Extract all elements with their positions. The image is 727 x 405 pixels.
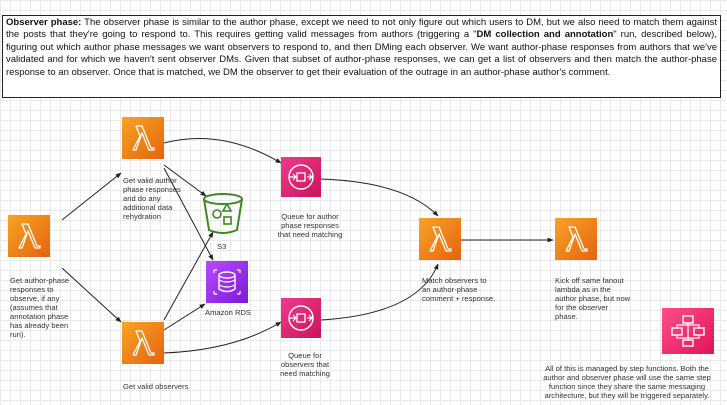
lambda-icon	[132, 125, 155, 151]
kickoff-label: Kick off same fanout lambda as in the au…	[555, 276, 631, 321]
edge-observers-lambda-to-rds	[163, 303, 206, 331]
description-text-2: " run, described below), figuring out wh…	[6, 29, 717, 78]
lambda-icon	[429, 226, 452, 252]
observer-queue-label: Queue for observers that need matching	[280, 351, 330, 378]
get-valid-author-lambda[interactable]	[122, 117, 164, 159]
queue-icon	[288, 305, 314, 331]
s3-label: S3	[217, 242, 227, 251]
edge-author-lambda-to-rds	[163, 167, 214, 261]
edge-author-lambda-to-s3	[163, 164, 207, 197]
description-title: Observer phase:	[6, 17, 82, 28]
edge-start-to-get-valid-author	[61, 172, 122, 221]
lambda-icon	[132, 330, 155, 356]
s3-bucket-icon	[203, 193, 243, 234]
step-functions-note: All of this is managed by step functions…	[543, 364, 711, 400]
get-author-phase-label: Get author-phase responses to observe, i…	[10, 276, 70, 339]
database-icon	[213, 269, 241, 295]
get-valid-observers-label: Get valid observers	[123, 382, 189, 391]
author-queue-node[interactable]	[281, 157, 321, 197]
get-valid-observers-lambda[interactable]	[122, 322, 164, 364]
edge-author-queue-to-match	[320, 178, 439, 217]
edge-author-lambda-to-author-queue	[163, 138, 282, 164]
lambda-icon	[18, 223, 41, 249]
queue-icon	[288, 164, 314, 190]
description-text-1: The observer phase is similar to the aut…	[6, 17, 717, 41]
rds-label: Amazon RDS	[205, 308, 252, 317]
observer-queue-node[interactable]	[281, 298, 321, 338]
match-observers-label: Match observers to an author-phase comme…	[422, 276, 496, 303]
step-functions-icon	[671, 315, 705, 347]
observer-phase-description: Observer phase: The observer phase is si…	[2, 15, 721, 98]
rds-node[interactable]	[206, 261, 248, 303]
edge-observer-queue-to-match	[320, 263, 439, 321]
edge-observers-lambda-to-observer-queue	[163, 321, 282, 354]
edge-start-to-get-valid-observers	[61, 267, 122, 323]
description-bold: DM collection and annotation	[476, 29, 614, 41]
author-queue-label: Queue for author phase responses that ne…	[277, 212, 343, 239]
kickoff-lambda[interactable]	[555, 218, 597, 260]
lambda-icon	[565, 226, 588, 252]
step-functions-node[interactable]	[662, 308, 714, 354]
edge-observers-lambda-to-s3	[163, 231, 214, 321]
s3-node[interactable]	[200, 190, 246, 236]
match-observers-lambda[interactable]	[419, 218, 461, 260]
get-author-phase-lambda[interactable]	[8, 215, 50, 257]
get-valid-author-label: Get valid author phase responses and do …	[123, 176, 181, 221]
